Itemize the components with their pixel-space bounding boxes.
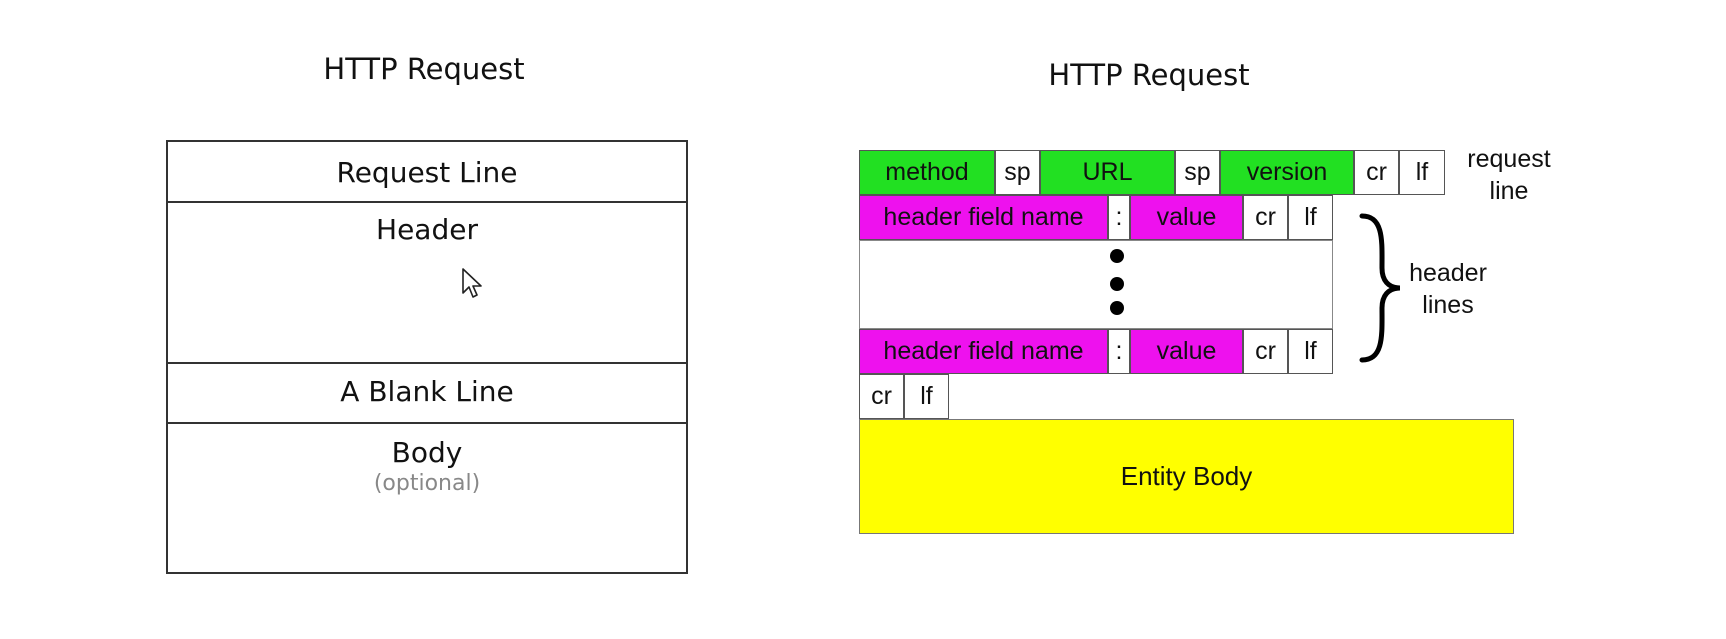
ellipsis-dot-1 xyxy=(1110,249,1124,263)
lf-cell-blank-line: lf xyxy=(904,374,949,419)
request-line-side-label: request line xyxy=(1456,143,1562,207)
header-lines-brace xyxy=(1359,213,1401,363)
sp-cell-1: sp xyxy=(995,150,1040,195)
request-line-side-label-1: request xyxy=(1467,145,1551,173)
blank-line-section: A Blank Line xyxy=(168,362,686,422)
lf-cell-request: lf xyxy=(1399,150,1445,195)
header-label: Header xyxy=(376,213,478,246)
entity-body-box: Entity Body xyxy=(859,419,1514,534)
cr-cell-header-1: cr xyxy=(1243,195,1288,240)
mouse-cursor-icon xyxy=(462,268,482,298)
blank-line-label: A Blank Line xyxy=(340,375,514,408)
cr-cell-blank-line: cr xyxy=(859,374,904,419)
lf-cell-header-2: lf xyxy=(1288,329,1333,374)
ellipsis-dot-3 xyxy=(1110,301,1124,315)
right-diagram-title: HTTP Request xyxy=(1048,58,1250,92)
header-lines-side-label-2: lines xyxy=(1422,291,1474,319)
header-lines-ellipsis-box xyxy=(859,240,1333,329)
header-value-cell-1: value xyxy=(1130,195,1243,240)
cr-cell-request: cr xyxy=(1354,150,1399,195)
header-field-name-cell-1: header field name xyxy=(859,195,1108,240)
body-label: Body xyxy=(391,436,463,469)
header-field-name-cell-2: header field name xyxy=(859,329,1108,374)
request-line-section: Request Line xyxy=(168,142,686,203)
entity-body-label: Entity Body xyxy=(1120,461,1253,491)
body-section: Body (optional) xyxy=(168,422,686,572)
method-cell: method xyxy=(859,150,995,195)
left-request-structure: Request Line Header A Blank Line Body (o… xyxy=(166,140,688,574)
header-section: Header xyxy=(168,201,686,362)
request-line-side-label-2: line xyxy=(1489,177,1529,205)
lf-cell-header-1: lf xyxy=(1288,195,1333,240)
request-line-label: Request Line xyxy=(336,156,518,189)
url-cell: URL xyxy=(1040,150,1175,195)
cr-cell-header-2: cr xyxy=(1243,329,1288,374)
version-cell: version xyxy=(1220,150,1354,195)
colon-cell-1: : xyxy=(1108,195,1130,240)
sp-cell-2: sp xyxy=(1175,150,1220,195)
ellipsis-dot-2 xyxy=(1110,277,1124,291)
left-diagram-title: HTTP Request xyxy=(323,52,525,86)
header-lines-side-label: header lines xyxy=(1402,257,1494,321)
colon-cell-2: : xyxy=(1108,329,1130,374)
body-optional-note: (optional) xyxy=(373,471,481,496)
header-value-cell-2: value xyxy=(1130,329,1243,374)
header-lines-side-label-1: header xyxy=(1409,259,1487,287)
